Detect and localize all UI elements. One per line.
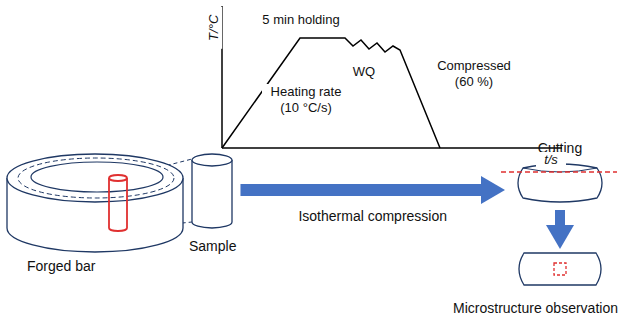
stage-label: Heating rate (10 °C/s) [262, 84, 350, 115]
observed-section: Microstructure observation [440, 245, 631, 325]
x-axis [222, 147, 562, 149]
stage-label: 5 min holding [245, 12, 357, 28]
temperature-curve [222, 38, 440, 148]
compressed-sample: Cutting [505, 140, 615, 210]
arrow-label: Isothermal compression [296, 208, 449, 225]
stage-label: WQ [348, 64, 380, 80]
sample-cylinder: Sample [185, 140, 240, 258]
node-label: Microstructure observation [453, 300, 618, 317]
stage-label: Compressed (60 %) [432, 58, 516, 89]
node-label: Forged bar [27, 258, 95, 275]
forged-bar: Forged bar [5, 150, 195, 280]
process-arrow [240, 184, 481, 196]
axis-title: T/°C [206, 7, 222, 49]
process-arrow [555, 210, 565, 225]
axis-title: t/s [536, 152, 566, 168]
node-label: Sample [189, 238, 236, 255]
